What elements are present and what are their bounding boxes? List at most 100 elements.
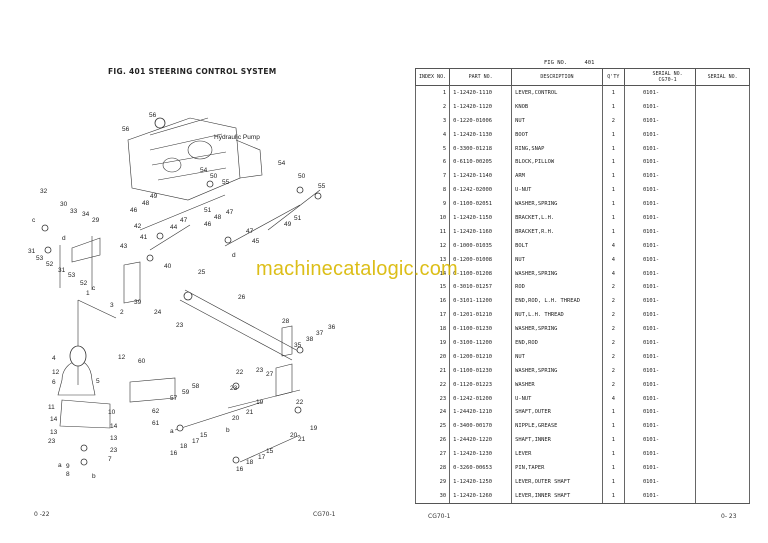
- cell-index: 29: [414, 474, 451, 489]
- cell-serial-2: [695, 238, 750, 253]
- cell-index: 12: [414, 238, 451, 253]
- cell-serial-2: [695, 391, 750, 406]
- cell-serial: 0101-: [623, 113, 697, 128]
- cell-qty: 1: [601, 169, 625, 184]
- cell-index: 28: [414, 461, 451, 475]
- cell-serial: 0101-: [623, 238, 697, 253]
- callout-62: 62: [152, 408, 160, 415]
- callout-21b: 21: [298, 436, 306, 443]
- callout-23a: 23: [176, 322, 184, 329]
- cell-qty: 1: [601, 85, 625, 100]
- callout-52b: 52: [80, 280, 88, 287]
- callout-28: 28: [282, 318, 290, 325]
- cell-index: 16: [414, 294, 451, 309]
- cell-description: LEVER,OUTER SHAFT: [511, 474, 603, 489]
- cell-part-no: 0-3010-01257: [449, 280, 513, 295]
- callout-20a: 20: [232, 415, 240, 422]
- cell-description: NIPPLE,GREASE: [511, 419, 603, 434]
- hydraulic-pump: [127, 117, 263, 201]
- cell-serial-2: [695, 474, 750, 489]
- callout-34: 34: [82, 211, 90, 218]
- cell-serial: 0101-: [623, 211, 697, 225]
- callout-54a: 54: [278, 160, 286, 167]
- callout-13b: 13: [110, 435, 118, 442]
- cell-description: LEVER,CONTROL: [511, 85, 603, 100]
- cell-part-no: 1-12420-1120: [449, 99, 513, 114]
- cell-index: 25: [414, 419, 451, 434]
- callout-6: 6: [52, 379, 56, 386]
- cell-serial: 0101-: [623, 405, 697, 420]
- cell-part-no: 0-3400-00170: [449, 419, 513, 434]
- cell-part-no: 0-1100-01230: [449, 363, 513, 378]
- cell-serial: 0101-: [623, 224, 697, 239]
- callout-42: 42: [134, 223, 142, 230]
- callout-23c: 23: [230, 385, 238, 392]
- cell-part-no: 1-12420-1160: [449, 224, 513, 239]
- cell-description: NUT: [511, 252, 603, 267]
- cell-serial-2: [695, 419, 750, 434]
- cell-part-no: 0-3300-01218: [449, 141, 513, 156]
- cell-qty: 1: [601, 197, 625, 212]
- cell-serial: 0101-: [623, 155, 697, 170]
- cell-part-no: 0-3100-11200: [449, 336, 513, 350]
- cell-serial: 0101-: [623, 474, 697, 489]
- cell-serial: 0101-: [623, 266, 697, 281]
- callout-11: 11: [48, 404, 55, 411]
- callout-9: 9: [66, 463, 70, 470]
- cell-serial: 0101-: [623, 447, 697, 462]
- cell-part-no: 0-1100-01230: [449, 322, 513, 337]
- callout-45: 45: [252, 238, 260, 245]
- cell-description: ARM: [511, 169, 603, 184]
- cell-description: END,ROD, L.H. THREAD: [511, 294, 603, 309]
- cell-serial-2: [695, 197, 750, 212]
- callout-14b: 14: [110, 423, 118, 430]
- header-serial-label: SERIAL NO.: [652, 71, 683, 77]
- callout-32: 32: [40, 188, 48, 195]
- callout-b2: b: [226, 427, 230, 434]
- callout-58: 58: [192, 383, 200, 390]
- cell-qty: 2: [601, 377, 625, 392]
- callout-48b: 48: [214, 214, 222, 221]
- callout-49a: 49: [150, 193, 158, 200]
- callout-17b: 17: [258, 454, 266, 461]
- cell-serial-2: [695, 322, 750, 337]
- cell-serial-2: [695, 405, 750, 420]
- cell-qty: 1: [601, 224, 625, 239]
- cell-serial-2: [695, 280, 750, 295]
- cell-part-no: 0-6110-00205: [449, 155, 513, 170]
- cell-description: ROD: [511, 280, 603, 295]
- cell-description: WASHER,SPRING: [511, 322, 603, 337]
- cell-serial-2: [695, 266, 750, 281]
- cell-index: 23: [414, 391, 451, 406]
- left-model-code: CG70-1: [313, 511, 336, 518]
- callout-18a: 18: [180, 443, 188, 450]
- cell-index: 19: [414, 336, 451, 350]
- cell-qty: 1: [601, 461, 625, 475]
- callout-17a: 17: [192, 438, 200, 445]
- callout-55a: 55: [222, 179, 230, 186]
- callout-19a: 19: [256, 399, 264, 406]
- cell-description: U-NUT: [511, 183, 603, 198]
- cell-serial-2: [695, 211, 750, 225]
- callout-56a: 56: [149, 112, 157, 119]
- callout-37: 37: [316, 330, 324, 337]
- header-part-no: PART NO.: [449, 68, 513, 86]
- callout-22a: 22: [236, 369, 244, 376]
- cell-serial: 0101-: [623, 99, 697, 114]
- callout-53b: 53: [68, 272, 76, 279]
- callout-23e: 23: [110, 447, 118, 454]
- callout-52a: 52: [46, 261, 54, 268]
- callout-41: 41: [140, 234, 148, 241]
- cell-part-no: 1-12420-1130: [449, 127, 513, 142]
